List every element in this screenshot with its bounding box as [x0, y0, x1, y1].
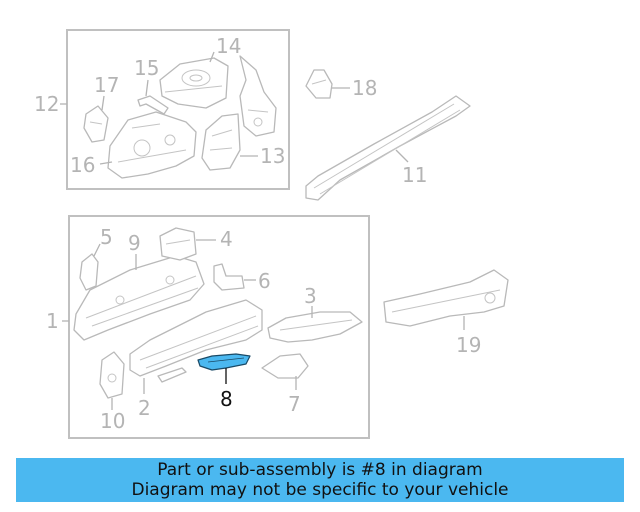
- leader-5: [93, 243, 101, 257]
- group-box-1: [68, 215, 370, 439]
- part-upper-right-bracket: [239, 55, 277, 137]
- banner-line-1: Part or sub-assembly is #8 in diagram: [157, 460, 483, 480]
- callout-5: 5: [100, 225, 113, 249]
- part-15[interactable]: [137, 95, 169, 115]
- callout-19: 19: [456, 333, 481, 357]
- callout-17: 17: [94, 73, 119, 97]
- part-9[interactable]: [73, 255, 205, 341]
- part-18[interactable]: [305, 69, 333, 99]
- part-16[interactable]: [107, 111, 197, 179]
- callout-13: 13: [260, 144, 285, 168]
- part-10[interactable]: [99, 351, 125, 399]
- part-8-highlighted[interactable]: [197, 353, 251, 371]
- part-11[interactable]: [305, 95, 471, 201]
- callout-15: 15: [134, 56, 159, 80]
- part-19[interactable]: [383, 269, 509, 327]
- callout-8[interactable]: 8: [220, 387, 233, 411]
- callout-3: 3: [304, 284, 317, 308]
- part-5[interactable]: [79, 253, 99, 291]
- callout-1: 1: [46, 309, 59, 333]
- leader-14: [209, 51, 215, 63]
- parts-diagram: 12 14 15 17 16 13: [34, 29, 509, 439]
- part-13[interactable]: [201, 113, 241, 171]
- part-4[interactable]: [159, 227, 197, 261]
- callout-11: 11: [402, 163, 427, 187]
- part-2[interactable]: [129, 299, 263, 383]
- leader-15: [145, 79, 149, 97]
- leader-17: [101, 95, 105, 111]
- callout-6: 6: [258, 269, 271, 293]
- part-6[interactable]: [213, 263, 245, 291]
- part-17[interactable]: [83, 105, 109, 143]
- callout-18: 18: [352, 76, 377, 100]
- callout-4: 4: [220, 227, 233, 251]
- part-3[interactable]: [267, 311, 363, 343]
- callout-10: 10: [100, 409, 125, 433]
- callout-7: 7: [288, 392, 301, 416]
- group-box-12: [66, 29, 290, 190]
- callout-9: 9: [128, 231, 141, 255]
- callout-16: 16: [70, 153, 95, 177]
- callout-14: 14: [216, 34, 241, 58]
- callout-12: 12: [34, 92, 59, 116]
- part-7[interactable]: [261, 353, 309, 379]
- banner-line-2: Diagram may not be specific to your vehi…: [131, 480, 509, 500]
- callout-2: 2: [138, 396, 151, 420]
- part-14[interactable]: [159, 57, 229, 109]
- info-banner: Part or sub-assembly is #8 in diagram Di…: [16, 458, 624, 502]
- leader-16: [99, 161, 113, 165]
- leader-11: [395, 149, 409, 163]
